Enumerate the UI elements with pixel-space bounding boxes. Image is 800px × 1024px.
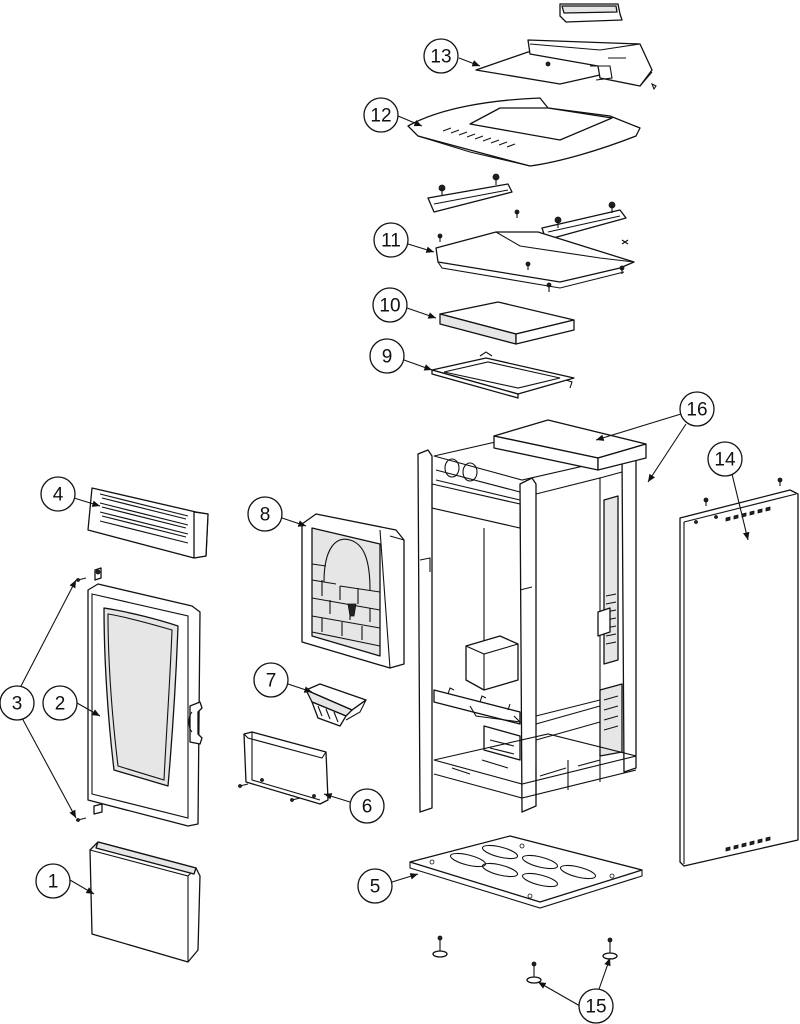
callout-3: 3 xyxy=(0,685,35,721)
callout-7: 7 xyxy=(253,662,289,698)
part-10-insulation-panel xyxy=(439,301,575,345)
callout-13: 13 xyxy=(423,38,459,74)
callout-6: 6 xyxy=(349,788,385,824)
part-11-lid-frame xyxy=(427,173,635,292)
part-4-grille xyxy=(87,487,209,559)
callout-8-label: 8 xyxy=(260,505,271,526)
callout-10-label: 10 xyxy=(379,296,400,317)
callout-14: 14 xyxy=(707,441,743,477)
part-3-hinges-screws xyxy=(76,567,103,822)
part-8-fireback xyxy=(301,513,405,669)
callout-12-label: 12 xyxy=(370,106,391,127)
part-14-side-panel xyxy=(679,477,799,867)
callout-4: 4 xyxy=(40,476,76,512)
callout-2-label: 2 xyxy=(55,694,66,715)
part-16-body-frame xyxy=(417,419,647,813)
part-5-base-plate xyxy=(409,835,643,909)
callout-2: 2 xyxy=(42,685,78,721)
part-1-lower-panel xyxy=(89,841,201,963)
callout-10: 10 xyxy=(372,287,408,323)
callout-11: 11 xyxy=(373,222,409,258)
callout-9-label: 9 xyxy=(382,347,393,368)
part-13-top-cover xyxy=(475,3,657,91)
callout-5-label: 5 xyxy=(370,877,381,898)
part-12-top-plate xyxy=(407,97,641,167)
callout-15-label: 15 xyxy=(585,997,606,1018)
callout-16-label: 16 xyxy=(686,400,707,421)
callout-11-label: 11 xyxy=(381,231,401,252)
part-9-tray xyxy=(431,351,575,399)
callout-1: 1 xyxy=(35,863,71,899)
callout-5: 5 xyxy=(357,868,393,904)
callout-6-label: 6 xyxy=(362,797,373,818)
part-15-feet xyxy=(432,935,618,984)
callout-8: 8 xyxy=(247,496,283,532)
callout-14-label: 14 xyxy=(714,450,736,471)
callout-15: 15 xyxy=(578,988,614,1024)
leader-lines xyxy=(19,57,750,1007)
callout-4-label: 4 xyxy=(53,485,64,506)
callout-1-label: 1 xyxy=(48,872,59,893)
callout-16: 16 xyxy=(679,391,715,427)
callout-7-label: 7 xyxy=(266,671,277,692)
part-7-burn-pot xyxy=(305,683,367,727)
part-6-ash-panel xyxy=(238,731,329,805)
part-2-door xyxy=(87,583,203,827)
callout-3-label: 3 xyxy=(12,694,23,715)
callout-9: 9 xyxy=(369,338,405,374)
callout-12: 12 xyxy=(363,97,399,133)
callout-13-label: 13 xyxy=(430,47,451,68)
